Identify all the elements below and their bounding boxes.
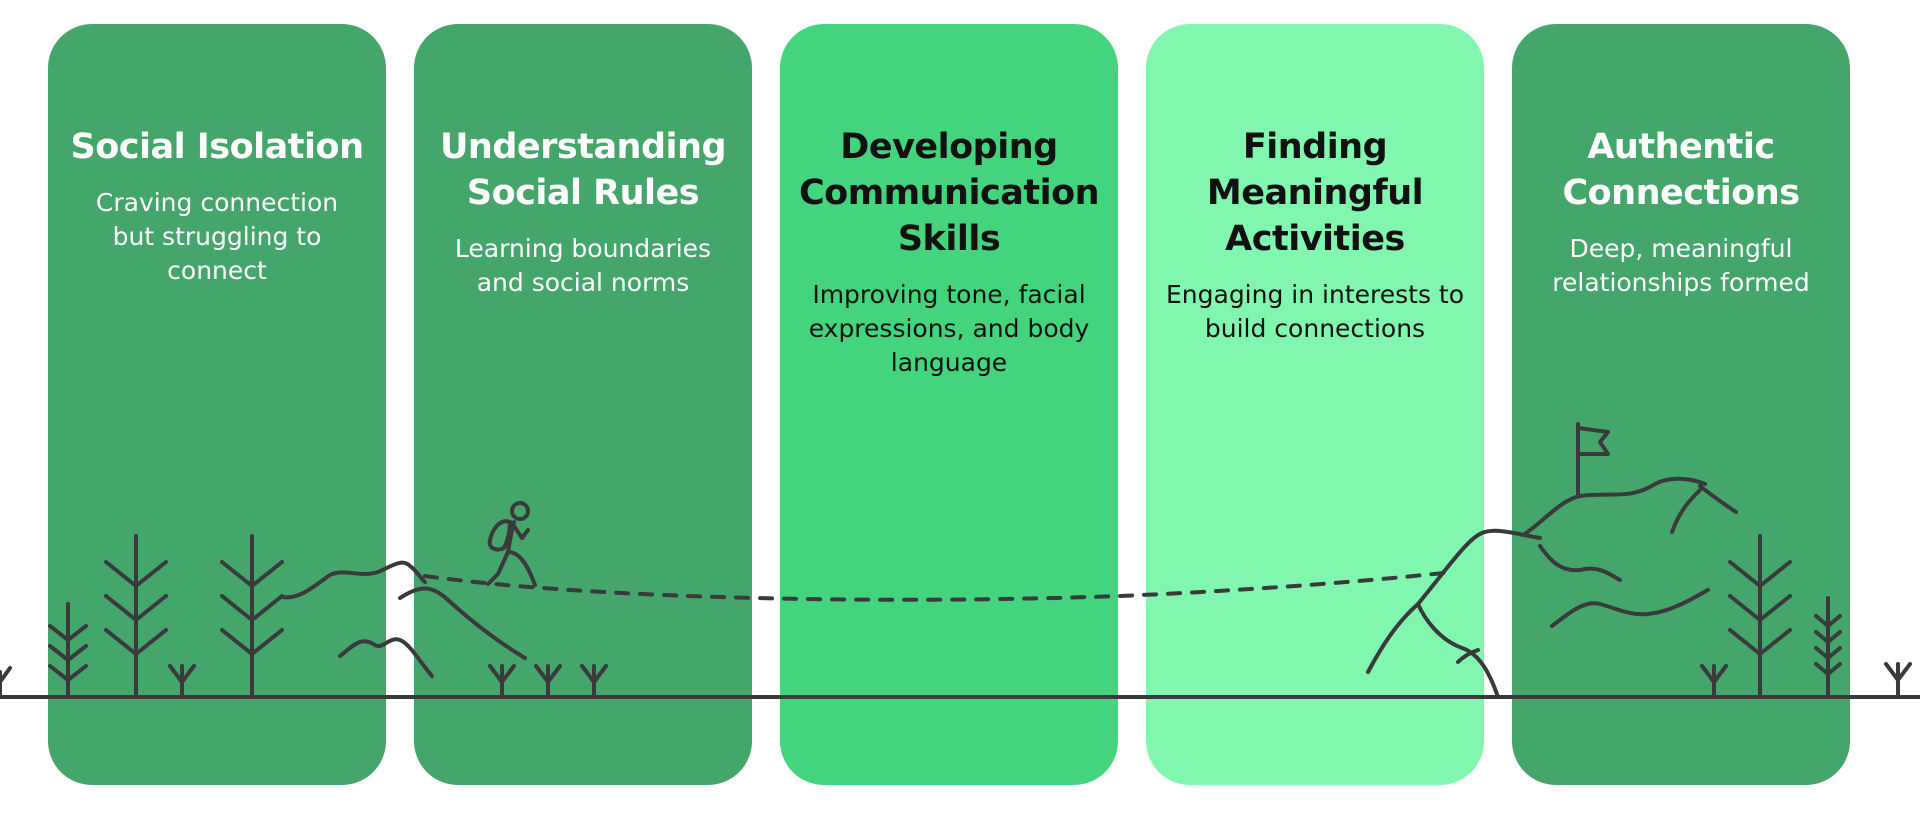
stage-title: Finding Meaningful Activities: [1206, 127, 1424, 259]
stage-title: Understanding Social Rules: [439, 127, 727, 213]
stage-title: Developing Communication Skills: [798, 127, 1100, 259]
stage-card-understanding-social-rules: Understanding Social Rules Learning boun…: [414, 24, 752, 785]
stage-title: Authentic Connections: [1562, 127, 1800, 213]
stage-card-social-isolation: Social Isolation Craving connection but …: [48, 24, 386, 785]
grass-tuft-icon: [1884, 662, 1912, 699]
stage-card-finding-meaningful-activities: Finding Meaningful Activities Engaging i…: [1146, 24, 1484, 785]
stage-description: Learning boundaries and social norms: [454, 234, 712, 297]
stage-card-developing-communication-skills: Developing Communication Skills Improvin…: [780, 24, 1118, 785]
stage-description: Deep, meaningful relationships formed: [1552, 234, 1810, 297]
stage-title: Social Isolation: [70, 127, 364, 167]
stage-description: Craving connection but struggling to con…: [95, 188, 339, 285]
grass-tuft-icon: [0, 666, 12, 699]
stage-card-authentic-connections: Authentic Connections Deep, meaningful r…: [1512, 24, 1850, 785]
stage-description: Engaging in interests to build connectio…: [1165, 280, 1465, 343]
stage-description: Improving tone, facial expressions, and …: [808, 280, 1090, 377]
